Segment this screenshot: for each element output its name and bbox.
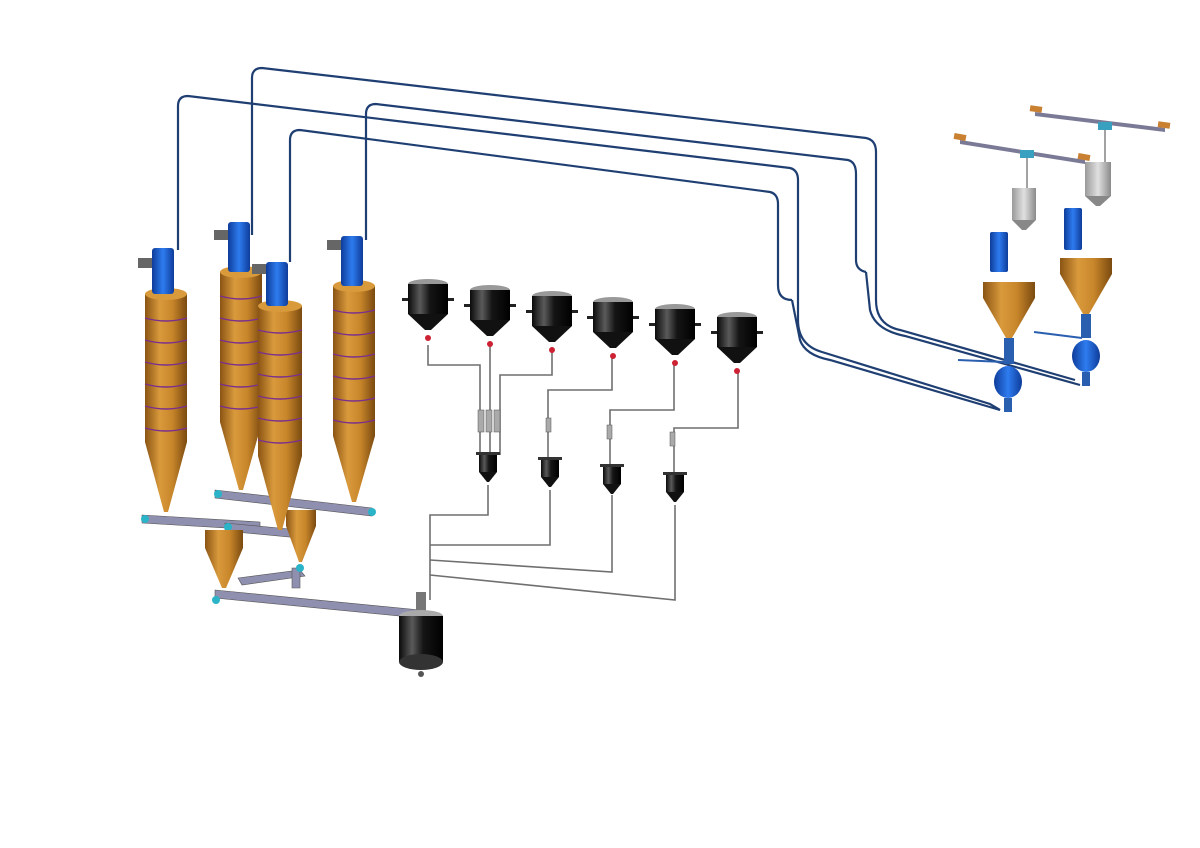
tank-2 [464,285,516,347]
filter-icon [990,232,1008,272]
tank-5 [649,304,701,366]
scale-2 [538,457,562,487]
tank-1 [402,279,454,341]
mixer [399,592,443,677]
return-line-2 [864,271,1081,387]
silo-4 [327,236,376,502]
conveying-line-2 [250,66,1076,382]
filter-icon [228,222,250,272]
silo-1 [138,248,188,512]
conveying-line-1 [176,94,1001,411]
scale-4 [663,472,687,502]
filter-icon [266,262,288,306]
tank-4 [587,297,639,359]
storage-silos [138,222,376,530]
scale-1 [476,452,500,482]
station-2 [1029,105,1171,386]
weigh-hoppers [476,452,687,502]
silo-3 [252,262,303,530]
tank-3 [526,291,578,353]
station-1 [953,133,1091,412]
day-tanks [402,279,763,374]
buffer-hopper-1 [205,530,243,588]
scale-3 [600,464,624,494]
filter-icon [1064,208,1082,250]
tank-6 [711,312,763,374]
buffer-hopper-2 [286,510,316,562]
valve-clusters [477,409,676,447]
conveying-line-4 [364,102,867,274]
return-line-1 [790,299,1001,412]
dosing-lines [427,345,739,601]
filter-icon [341,236,363,286]
buffer-hoppers [205,510,316,588]
filter-icon [152,248,174,294]
conveying-line-3 [288,128,793,302]
pneumatic-lines [176,66,1081,412]
silo-2 [214,222,263,490]
bag-stations [953,105,1171,412]
